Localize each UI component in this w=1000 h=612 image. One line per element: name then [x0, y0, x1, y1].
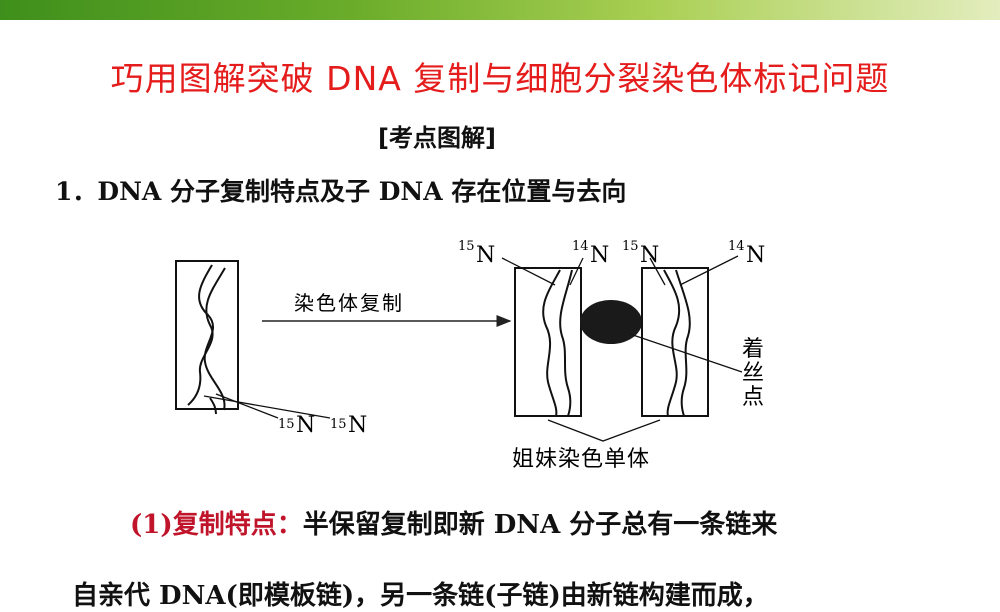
nitrogen-label: N — [296, 413, 315, 438]
slide-title: 巧用图解突破 DNA 复制与细胞分裂染色体标记问题 — [110, 59, 890, 98]
sister-chromatids-label: 姐妹染色单体 — [512, 447, 650, 472]
sister-bracket — [547, 419, 661, 442]
centromere — [580, 300, 642, 344]
nitrogen-label: N — [476, 243, 495, 268]
feature-label: (1)复制特点： — [130, 510, 303, 540]
replication-feature-continuation: 自亲代 DNA(即模板链)，另一条链(子链)由新链构建而成， — [72, 581, 769, 611]
feature-text: 半保留复制即新 DNA 分子总有一条链来 — [302, 510, 778, 540]
leader-line — [215, 393, 279, 419]
nitrogen-label: N — [640, 243, 659, 268]
section-subheading: [考点图解] — [378, 124, 496, 152]
isotope-mass-label: 15 — [458, 239, 475, 254]
nitrogen-label: N — [746, 243, 765, 268]
replication-feature-paragraph: (1)复制特点：半保留复制即新 DNA 分子总有一条链来 — [130, 504, 777, 541]
isotope-mass-label: 15 — [622, 239, 639, 254]
centromere-label-char: 丝 — [742, 361, 764, 386]
leader-line — [203, 395, 331, 419]
nitrogen-label: N — [590, 243, 609, 268]
top-decor-bar — [0, 0, 1000, 20]
arrow-label: 染色体复制 — [294, 291, 404, 315]
sister-chromatid-left — [514, 267, 582, 417]
isotope-mass-label: 14 — [572, 239, 589, 254]
point-1-heading: 1．DNA 分子复制特点及子 DNA 存在位置与去向 — [55, 177, 627, 206]
isotope-mass-label: 15 — [278, 417, 295, 432]
nitrogen-label: N — [348, 413, 367, 438]
centromere-label-char: 着 — [742, 337, 764, 362]
sister-chromatid-right — [641, 267, 709, 417]
parent-chromosome — [175, 260, 331, 419]
isotope-mass-label: 15 — [330, 417, 347, 432]
centromere-label-char: 点 — [742, 385, 764, 410]
isotope-mass-label: 14 — [728, 239, 745, 254]
